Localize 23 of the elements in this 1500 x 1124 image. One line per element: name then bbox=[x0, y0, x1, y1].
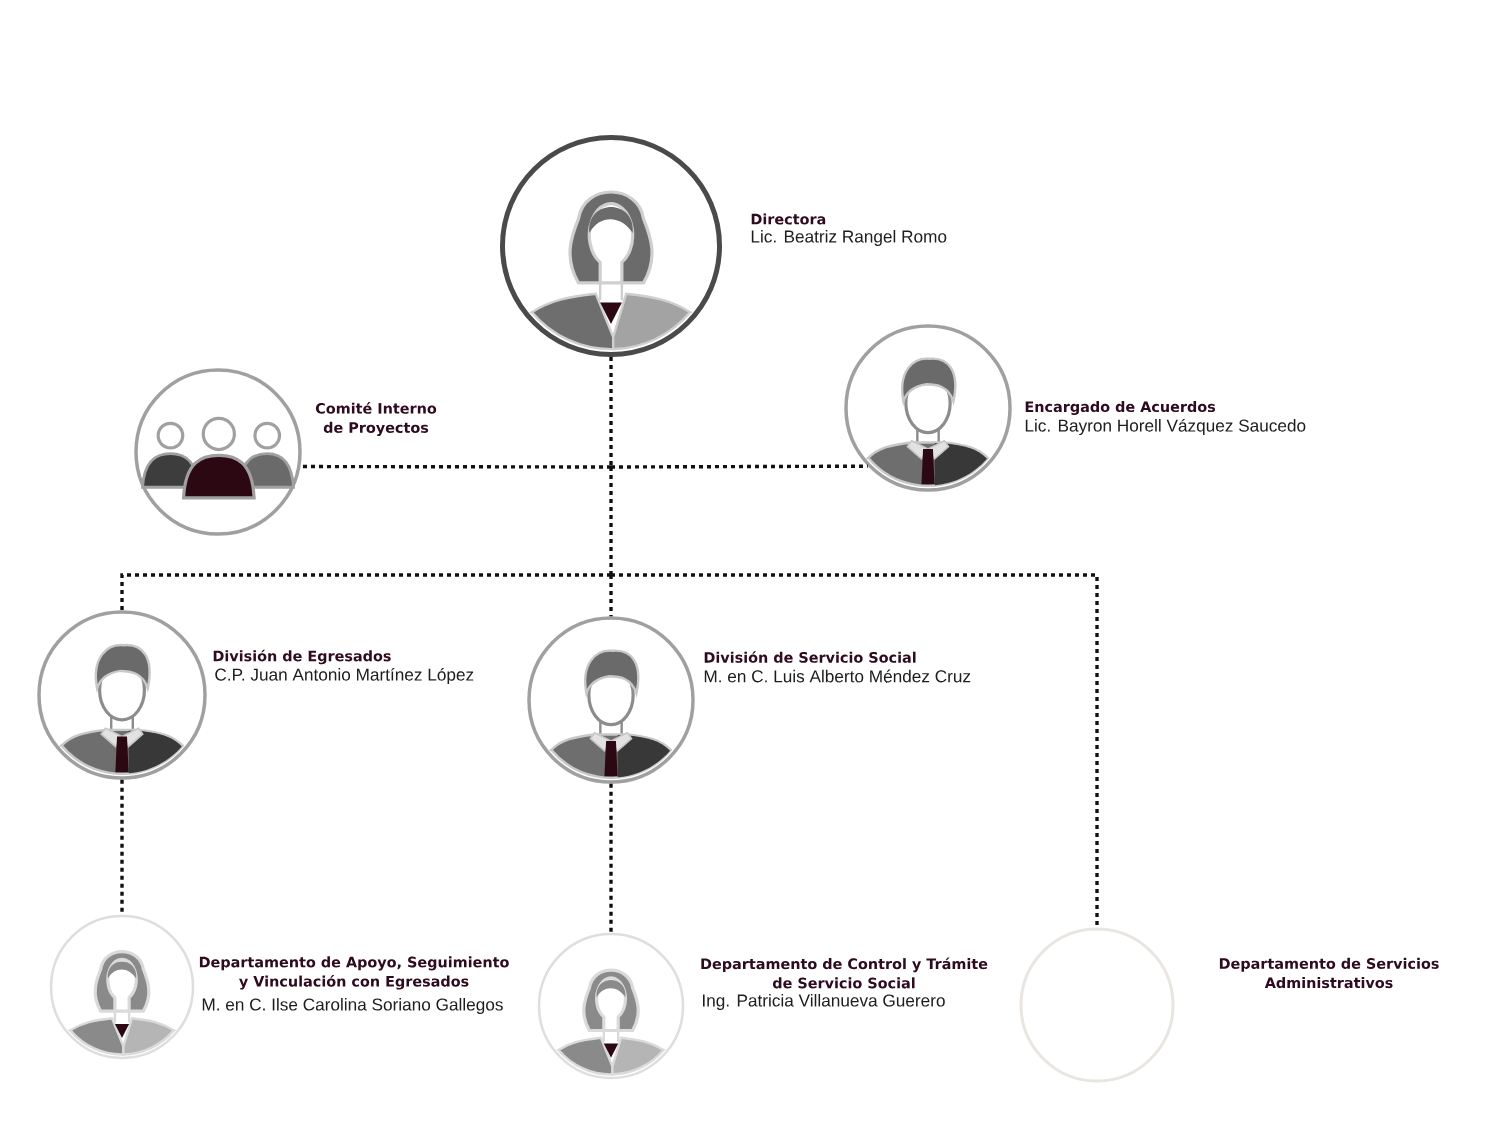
person-name: C.P. Juan Antonio Martínez López bbox=[215, 667, 474, 685]
role-title: Directora bbox=[751, 213, 826, 225]
connector-line bbox=[611, 573, 1099, 928]
person-name: M. en C. Ilse Carolina Soriano Gallegos bbox=[202, 998, 503, 1014]
connector-line bbox=[300, 464, 611, 469]
connector-line bbox=[609, 783, 613, 933]
connector-line bbox=[120, 573, 611, 611]
person-name: M. en C. Luis Alberto Méndez Cruz bbox=[704, 669, 971, 683]
connector-line bbox=[609, 357, 613, 467]
role-title: Comité Interno de Proyectos bbox=[315, 402, 437, 436]
role-title: Departamento de Control y Trámite de Servicio Social bbox=[701, 957, 988, 989]
role-title: División de Servicio Social bbox=[704, 651, 916, 663]
role-title: Encargado de Acuerdos bbox=[1025, 400, 1216, 415]
person-name: Lic. Beatriz Rangel Romo bbox=[751, 230, 947, 246]
role-title: División de Egresados bbox=[213, 649, 391, 665]
connector-line bbox=[609, 575, 613, 617]
role-title: Departamento de Apoyo, Seguimiento y Vinculación con Egresados bbox=[199, 956, 509, 990]
connector-line bbox=[120, 779, 124, 915]
connector-line bbox=[609, 467, 613, 575]
person-name: Ing. Patricia Villanueva Guerero bbox=[703, 994, 945, 1010]
connector-line bbox=[611, 464, 868, 469]
person-name: Lic. Bayron Horell Vázquez Saucedo bbox=[1025, 418, 1306, 436]
role-title: Departamento de Servicios Administrativos bbox=[1219, 957, 1439, 989]
